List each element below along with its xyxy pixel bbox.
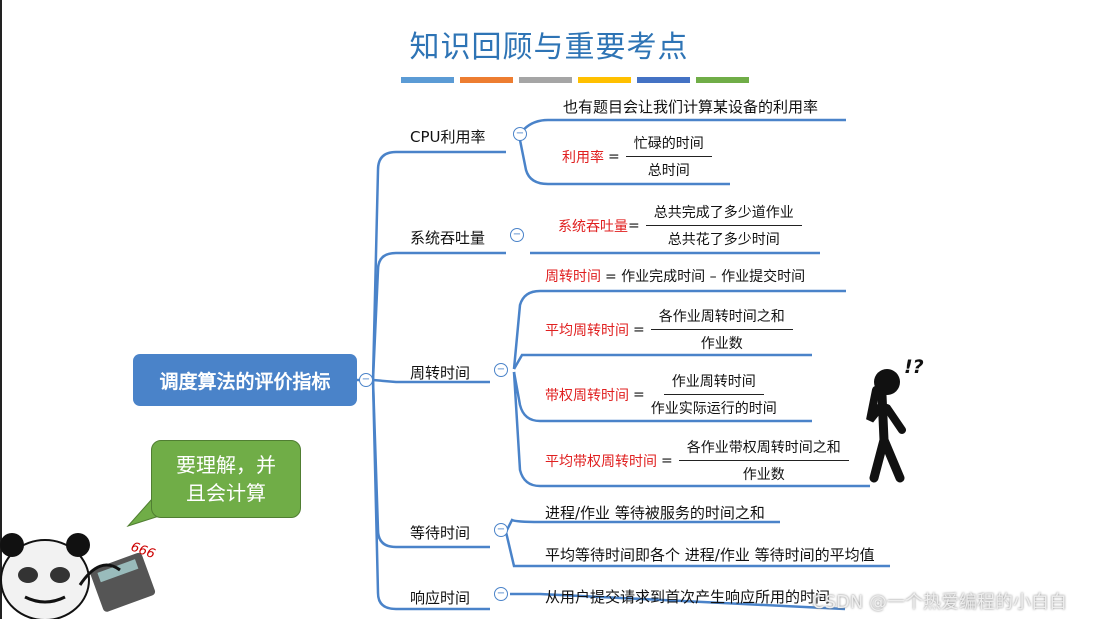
throughput-formula: 系统吞吐量 = 总共完成了多少道作业 总共花了多少时间	[558, 202, 802, 249]
title-color-bars	[401, 77, 749, 83]
fraction-numerator: 忙碌的时间	[625, 133, 712, 157]
connector-waiting-note2	[504, 531, 890, 568]
turnaround-formula-3: 带权周转时间 = 作业周转时间 作业实际运行的时间	[545, 371, 777, 418]
connector-response	[371, 379, 490, 611]
branch-throughput[interactable]: 系统吞吐量	[410, 229, 486, 247]
collapse-icon[interactable]: −	[510, 228, 524, 242]
color-bar	[519, 77, 572, 83]
fraction-denominator: 作业数	[700, 336, 743, 352]
branch-waiting-time[interactable]: 等待时间	[410, 524, 471, 542]
connector-turnaround-f1	[512, 289, 846, 370]
connector-turnaround-f4	[512, 371, 870, 488]
collapse-icon[interactable]: −	[494, 587, 508, 601]
connector-turnaround-f3	[512, 371, 812, 423]
color-bar	[401, 77, 454, 83]
formula-lhs: 利用率	[562, 149, 604, 166]
connector-throughput	[371, 251, 506, 381]
turnaround-formula-1: 周转时间 = 作业完成时间 – 作业提交时间	[545, 266, 805, 286]
connector-cpu	[371, 150, 506, 381]
color-bar	[578, 77, 631, 83]
formula-lhs: 平均带权周转时间	[545, 453, 657, 470]
page-left-border	[0, 0, 2, 619]
waiting-note-1: 进程/作业 等待被服务的时间之和	[545, 504, 765, 522]
connector-waiting-note1	[504, 518, 780, 533]
speech-line: 要理解，并	[176, 453, 276, 477]
fraction-numerator: 各作业带权周转时间之和	[678, 437, 849, 461]
page-title: 知识回顾与重要考点	[409, 30, 689, 65]
formula-equals: =	[633, 386, 645, 403]
root-node[interactable]: 调度算法的评价指标	[133, 354, 357, 406]
connector-turnaround	[372, 378, 490, 384]
connector-response-note	[510, 592, 846, 611]
branch-response-time[interactable]: 响应时间	[410, 589, 471, 607]
turnaround-formula-4: 平均带权周转时间 = 各作业带权周转时间之和 作业数	[545, 437, 849, 484]
formula-rhs: = 作业完成时间 – 作业提交时间	[605, 269, 806, 285]
formula-lhs: 带权周转时间	[545, 387, 629, 404]
fraction-denominator: 总共花了多少时间	[667, 232, 780, 248]
fraction-denominator: 作业数	[742, 467, 785, 483]
watermark: CSDN @一个热爱编程的小白白	[812, 592, 1068, 613]
formula-fraction: 各作业周转时间之和 作业数	[650, 306, 793, 353]
speech-line: 且会计算	[186, 481, 266, 505]
formula-lhs: 平均周转时间	[545, 322, 629, 339]
collapse-icon[interactable]: −	[494, 523, 508, 537]
collapse-icon[interactable]: −	[494, 363, 508, 377]
fraction-denominator: 作业实际运行的时间	[650, 401, 777, 417]
formula-fraction: 各作业带权周转时间之和 作业数	[678, 437, 849, 484]
confused-figure	[866, 369, 906, 483]
formula-lhs: 系统吞吐量	[558, 218, 628, 235]
waiting-note-2: 平均等待时间即各个 进程/作业 等待时间的平均值	[545, 546, 875, 564]
branch-turnaround-time[interactable]: 周转时间	[410, 364, 471, 382]
fraction-numerator: 总共完成了多少道作业	[645, 202, 802, 226]
fraction-numerator: 各作业周转时间之和	[650, 306, 793, 330]
formula-equals: =	[661, 452, 673, 469]
cpu-formula: 利用率 = 忙碌的时间 总时间	[562, 133, 712, 180]
formula-lhs: 周转时间	[545, 269, 601, 285]
connector-turnaround-f2	[512, 353, 812, 370]
formula-equals: =	[633, 321, 645, 338]
formula-fraction: 总共完成了多少道作业 总共花了多少时间	[645, 202, 802, 249]
turnaround-formula-2: 平均周转时间 = 各作业周转时间之和 作业数	[545, 306, 793, 353]
fraction-numerator: 作业周转时间	[663, 371, 764, 395]
collapse-icon[interactable]: −	[359, 373, 373, 387]
connector-cpu-formula	[518, 139, 730, 186]
collapse-icon[interactable]: −	[513, 127, 527, 141]
connector-waiting	[371, 379, 490, 549]
response-note: 从用户提交请求到首次产生响应所用的时间	[545, 588, 831, 606]
cpu-note: 也有题目会让我们计算某设备的利用率	[563, 98, 819, 116]
panda-calculator-meme: 666	[0, 533, 157, 619]
color-bar	[460, 77, 513, 83]
color-bar	[637, 77, 690, 83]
formula-fraction: 忙碌的时间 总时间	[625, 133, 712, 180]
connector-cpu-note	[518, 118, 846, 135]
formula-equals: =	[628, 217, 640, 234]
confused-marks: !?	[904, 356, 924, 378]
fraction-denominator: 总时间	[647, 163, 690, 179]
formula-fraction: 作业周转时间 作业实际运行的时间	[651, 371, 777, 418]
formula-equals: =	[608, 148, 620, 165]
branch-cpu-utilization[interactable]: CPU利用率	[410, 128, 486, 146]
speech-bubble: 要理解，并 且会计算	[151, 440, 301, 518]
color-bar	[696, 77, 749, 83]
